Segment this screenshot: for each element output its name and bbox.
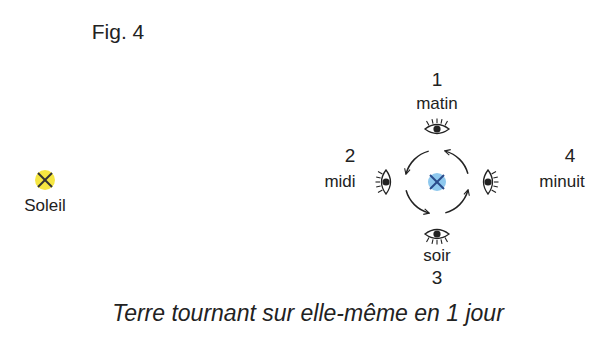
callout-number: 1 [432,70,443,91]
rotation-arrow [406,190,429,213]
earth-symbol [428,173,446,191]
callout-number: 2 [345,146,356,167]
rotation-arrow [445,190,468,213]
observer-eye [484,170,499,194]
time-label: midi [324,173,355,192]
sun-cross [38,173,52,187]
observer-eye [376,170,391,194]
rotation-arrow [406,151,429,174]
observer-eye [425,230,449,245]
earth-cross [430,175,444,189]
sun-label: Soleil [24,197,66,216]
rotation-arrows [406,151,468,213]
sun-disc [35,170,55,190]
observer-eye [425,119,449,134]
time-label: minuit [539,173,584,192]
time-label: soir [423,247,450,266]
rotation-arrow [445,151,468,174]
time-label: matin [416,95,458,114]
figure-title: Fig. 4 [92,20,145,43]
callout-number: 4 [565,146,576,167]
callout-number: 3 [432,268,443,289]
figure-caption: Terre tournant sur elle-même en 1 jour [112,301,504,326]
earth-cross [430,175,444,189]
earth-disc [428,173,446,191]
sun-cross [38,173,52,187]
sun-symbol [35,170,55,190]
